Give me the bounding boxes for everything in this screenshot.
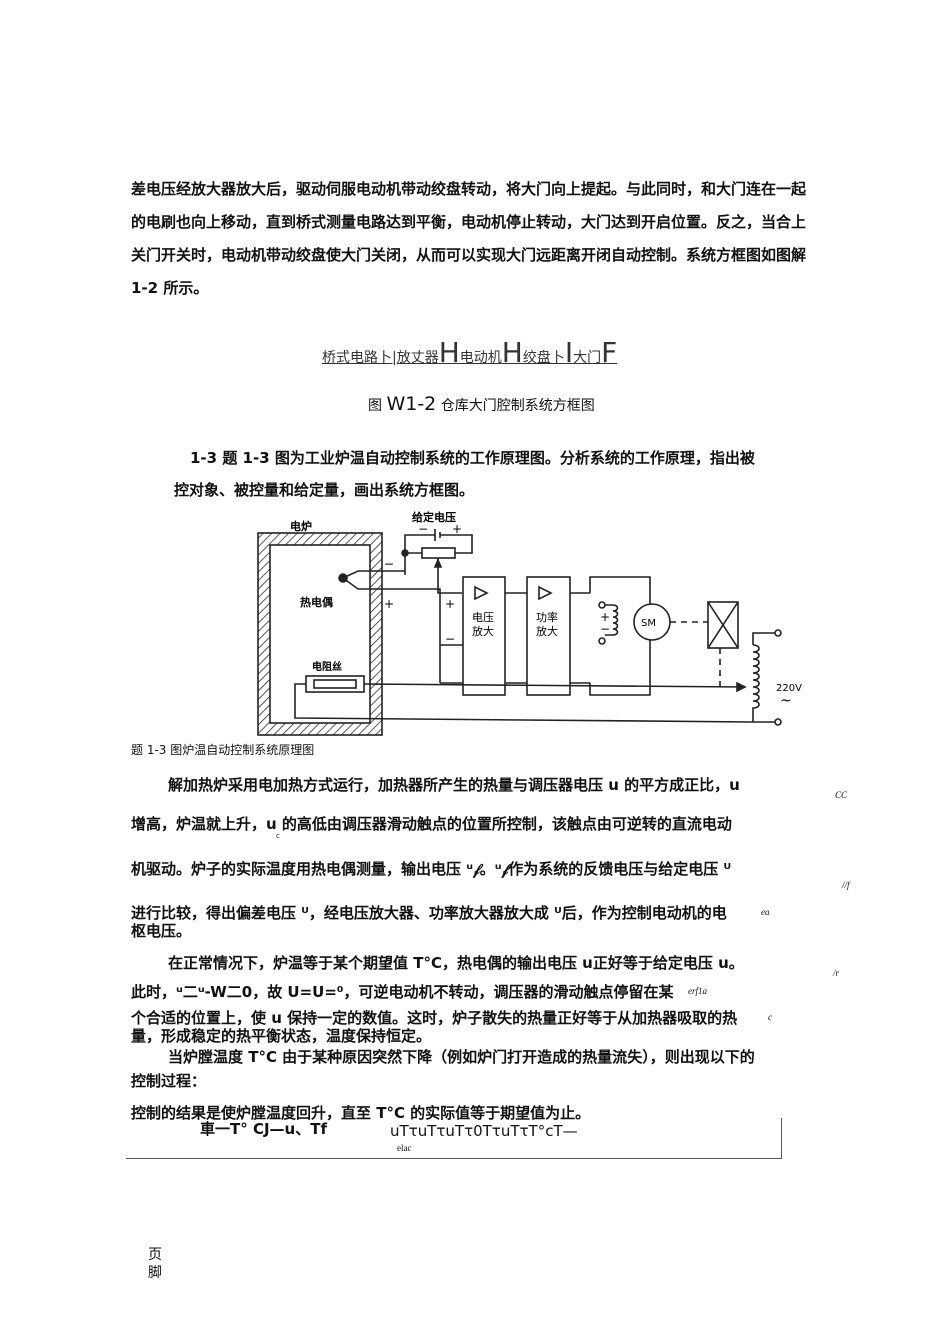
block-amplifier: 放丈器 xyxy=(396,350,439,366)
solution-line: 增高，炉温就上升，u 的高低由调压器滑动触点的位置所控制，该触点由可逆转的直流电… xyxy=(131,815,732,833)
ac-symbol: ~ xyxy=(780,693,792,709)
plus-sign: + xyxy=(600,610,610,624)
minus-sign: − xyxy=(600,622,610,636)
problem-line: 1-3 题 1-3 图为工业炉温自动控制系统的工作原理图。分析系统的工作原理，指… xyxy=(190,449,755,467)
figure-caption-1-3: 题 1-3 图炉温自动控制系统原理图 xyxy=(131,743,315,757)
power-amp-label: 放大 xyxy=(536,624,558,638)
block-door: 大门 xyxy=(573,350,602,366)
block-arrow: H xyxy=(438,336,460,369)
minus-sign: − xyxy=(418,522,428,536)
caption-text: 仓库大门腔制系统方框图 xyxy=(440,398,595,414)
plus-sign: + xyxy=(445,597,455,611)
divider xyxy=(781,1118,782,1159)
margin-note: erf1a xyxy=(688,986,707,996)
block-arrow: H xyxy=(501,336,523,369)
margin-note: CC xyxy=(835,790,848,800)
solution-result: 控制的结果是使炉膛温度回升，直至 T°C 的实际值等于期望值为止。 xyxy=(131,1104,591,1122)
margin-note: //f xyxy=(842,880,850,890)
block-winch: 绞盘 xyxy=(522,350,551,366)
solution-line: 当炉膛温度 T°C 由于某种原因突然下降（例如炉门打开造成的热量流失），则出现以… xyxy=(168,1048,755,1066)
solution-line: 量，形成稳定的热平衡状态，温度保持恒定。 xyxy=(131,1027,432,1045)
supply-label: 220V xyxy=(776,683,802,694)
footer-text: 页 xyxy=(148,1247,162,1263)
intro-line: 1-2 所示。 xyxy=(131,279,209,297)
block-bridge: 桥式电路 xyxy=(322,350,378,366)
block-diagram: 桥式电路卜|放丈器H电动机H绞盘卜I大门F xyxy=(322,336,617,369)
footer-text: 脚 xyxy=(148,1265,162,1281)
plus-sign: + xyxy=(384,597,394,611)
circuit-diagram: 电炉 给定电压 − + − + + − + − 热电偶 电阻丝 电压 放大 功率… xyxy=(257,510,802,736)
control-process-left: 車一T° CJ—u、Tf xyxy=(200,1120,327,1138)
control-process-right: uTτuTτuTτ0TτuTτT°cT— xyxy=(390,1122,578,1140)
furnace-label: 电炉 xyxy=(290,519,312,533)
minus-sign: − xyxy=(445,632,455,646)
solution-line: 个合适的位置上，使 u 保持一定的数值。这时，炉子散失的热量正好等于从加热器吸取… xyxy=(131,1009,738,1027)
figure-caption-w1-2: 图 W1-2 仓库大门腔制系统方框图 xyxy=(368,393,595,415)
divider xyxy=(126,1158,782,1159)
voltage-amplifier xyxy=(462,576,506,696)
problem-line: 控对象、被控量和给定量，画出系统方框图。 xyxy=(174,481,475,499)
process-subscript: elac xyxy=(397,1143,412,1153)
power-amplifier xyxy=(526,576,571,696)
intro-line: 差电压经放大器放大后，驱动伺服电动机带动绞盘转动，将大门向上提起。与此同时，和大… xyxy=(131,180,807,198)
power-amp-label: 功率 xyxy=(536,610,558,624)
plus-sign: + xyxy=(452,522,462,536)
solution-line: 控制过程： xyxy=(131,1072,207,1090)
caption-prefix: 图 xyxy=(368,398,382,414)
solution-line: 进行比较，得出偏差电压 ᵁ，经电压放大器、功率放大器放大成 ᵁ后，作为控制电动机… xyxy=(131,904,727,922)
block-arrow: I xyxy=(564,336,574,369)
intro-line: 的电刷也向上移动，直到桥式测量电路达到平衡，电动机停止转动，大门达到开启位置。反… xyxy=(131,213,807,231)
block-motor: 电动机 xyxy=(459,350,502,366)
voltage-amp-label: 电压 xyxy=(472,611,494,624)
caption-number: W1-2 xyxy=(386,393,437,415)
block-arrow: F xyxy=(601,336,618,369)
voltage-amp-label: 放大 xyxy=(472,624,494,638)
solution-line: 在正常情况下，炉温等于某个期望值 T°C，热电偶的输出电压 u正好等于给定电压 … xyxy=(168,954,744,972)
intro-line: 关门开关时，电动机带动绞盘使大门关闭，从而可以实现大门远距离开闭自动控制。系统方… xyxy=(131,246,807,264)
solution-line: 此时，ᵘ二ᵘ-W二0，故 U=U=⁰，可逆电动机不转动，调压器的滑动触点停留在某 xyxy=(131,983,674,1001)
solution-line: 枢电压。 xyxy=(131,922,192,940)
furnace-interior xyxy=(269,544,371,724)
margin-note: c xyxy=(768,1012,772,1022)
heater-label: 电阻丝 xyxy=(312,660,342,673)
margin-note: ea xyxy=(761,907,770,917)
solution-line: 机驱动。炉子的实际温度用热电偶测量，输出电压 ᵘ𝒻。ᵘ𝒻作为系统的反馈电压与给定… xyxy=(131,860,732,878)
subscript: c xyxy=(276,832,280,840)
motor-label: SM xyxy=(641,618,656,629)
minus-sign: − xyxy=(384,557,394,571)
thermocouple-label: 热电偶 xyxy=(300,595,333,609)
potentiometer xyxy=(421,547,456,559)
solution-line: 解加热炉采用电加热方式运行，加热器所产生的热量与调压器电压 u 的平方成正比，u xyxy=(168,776,740,794)
margin-note: /r xyxy=(833,968,840,978)
setpoint-label: 给定电压 xyxy=(412,510,456,524)
block-arrow: 卜| xyxy=(378,350,397,366)
block-arrow: 卜 xyxy=(550,350,565,366)
